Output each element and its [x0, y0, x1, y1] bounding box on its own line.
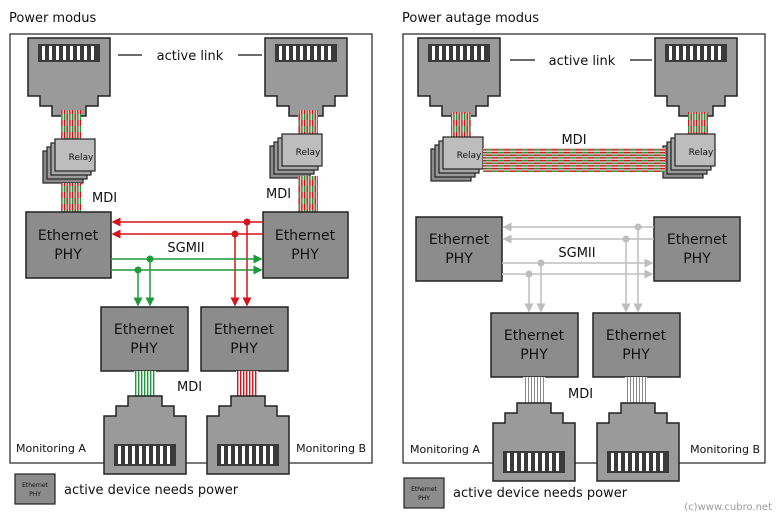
rj45-plug-icon [654, 37, 738, 117]
legend-text: active device needs power [64, 483, 239, 498]
sgmii-inactive-path [502, 222, 654, 313]
cable-bundle [134, 371, 156, 399]
cable-bundle [236, 371, 258, 399]
phy-label: Ethernet [606, 328, 667, 344]
rj45-socket-icon [596, 402, 680, 482]
phy-label: Ethernet [429, 232, 490, 248]
ethernet-phy-box: Ethernet PHY [490, 312, 579, 378]
monitoring-a-label: Monitoring A [16, 442, 86, 455]
legend-icon-label: Ethernet [411, 486, 437, 493]
rj45-socket-icon [103, 395, 187, 475]
phy-label: Ethernet [667, 232, 728, 248]
monitoring-b-label: Monitoring B [690, 443, 760, 456]
rj45-plug-icon [417, 37, 501, 117]
relay-label: Relay [69, 153, 94, 163]
legend-icon-label: Ethernet [22, 482, 48, 489]
phy-label: Ethernet [504, 328, 565, 344]
ethernet-phy-box: Ethernet PHY [200, 306, 289, 372]
panel-power-autage-modus: Power autage modus active link Relay Rel… [402, 11, 766, 482]
mdi-label: MDI [561, 133, 586, 148]
monitoring-b-label: Monitoring B [296, 442, 366, 455]
legend-icon-label: PHY [29, 491, 41, 498]
phy-legend-icon [14, 473, 56, 505]
mdi-label: MDI [266, 187, 291, 202]
phy-label: Ethernet [275, 228, 336, 244]
cable-bundle [298, 110, 318, 140]
rj45-plug-icon [27, 37, 111, 117]
cable-bundle [625, 377, 647, 407]
rj45-plug-icon [264, 37, 348, 117]
ethernet-phy-box: Ethernet PHY [262, 211, 349, 279]
phy-label: PHY [683, 251, 711, 267]
rj45-socket-icon [206, 395, 290, 475]
mdi-label: MDI [92, 191, 117, 206]
phy-label: Ethernet [38, 228, 99, 244]
relay-label: Relay [457, 151, 482, 161]
legend-icon-label: PHY [418, 495, 430, 502]
cable-bundle [61, 110, 81, 142]
relay-stack: Relay [269, 133, 323, 179]
mdi-bypass-cable [483, 148, 665, 172]
panel-title: Power modus [9, 11, 97, 26]
phy-label: Ethernet [114, 322, 175, 338]
active-link-label: active link [549, 54, 616, 69]
relay-label: Relay [296, 148, 321, 158]
relay-stack: Relay [662, 133, 716, 179]
relay-stack: Relay [42, 138, 96, 184]
phy-label: PHY [130, 341, 158, 357]
ethernet-phy-box: Ethernet PHY [592, 312, 681, 378]
panel-title: Power autage modus [402, 11, 539, 26]
phy-label: PHY [291, 247, 319, 263]
relay-label: Relay [689, 148, 714, 158]
rj45-socket-icon [492, 402, 576, 482]
phy-label: PHY [445, 251, 473, 267]
ethernet-phy-box: Ethernet PHY [25, 211, 112, 279]
sgmii-label: SGMII [167, 241, 204, 256]
mdi-label: MDI [177, 380, 202, 395]
copyright-text: (c)www.cubro.net [684, 502, 772, 513]
relay-stack: Relay [430, 136, 484, 182]
phy-label: PHY [54, 247, 82, 263]
cable-bundle [688, 112, 708, 137]
cable-bundle [61, 183, 81, 213]
ethernet-phy-box: Ethernet PHY [100, 306, 189, 372]
cable-bundle [451, 112, 471, 142]
phy-label: Ethernet [214, 322, 275, 338]
mdi-label: MDI [568, 387, 593, 402]
sgmii-label: SGMII [558, 246, 595, 261]
phy-label: PHY [520, 347, 548, 363]
phy-legend-icon [403, 477, 445, 509]
monitoring-a-label: Monitoring A [410, 443, 480, 456]
legend-right: Ethernet PHY active device needs power [403, 477, 628, 509]
phy-label: PHY [230, 341, 258, 357]
ethernet-phy-box: Ethernet PHY [653, 216, 741, 282]
phy-label: PHY [622, 347, 650, 363]
ethernet-phy-box: Ethernet PHY [415, 216, 503, 282]
legend-left: Ethernet PHY active device needs power [14, 473, 239, 505]
active-link-label: active link [157, 49, 224, 64]
cable-bundle [298, 176, 318, 213]
legend-text: active device needs power [453, 486, 628, 501]
cable-bundle [523, 377, 545, 407]
panel-power-modus: Power modus active link Relay Relay MDI … [9, 11, 373, 475]
